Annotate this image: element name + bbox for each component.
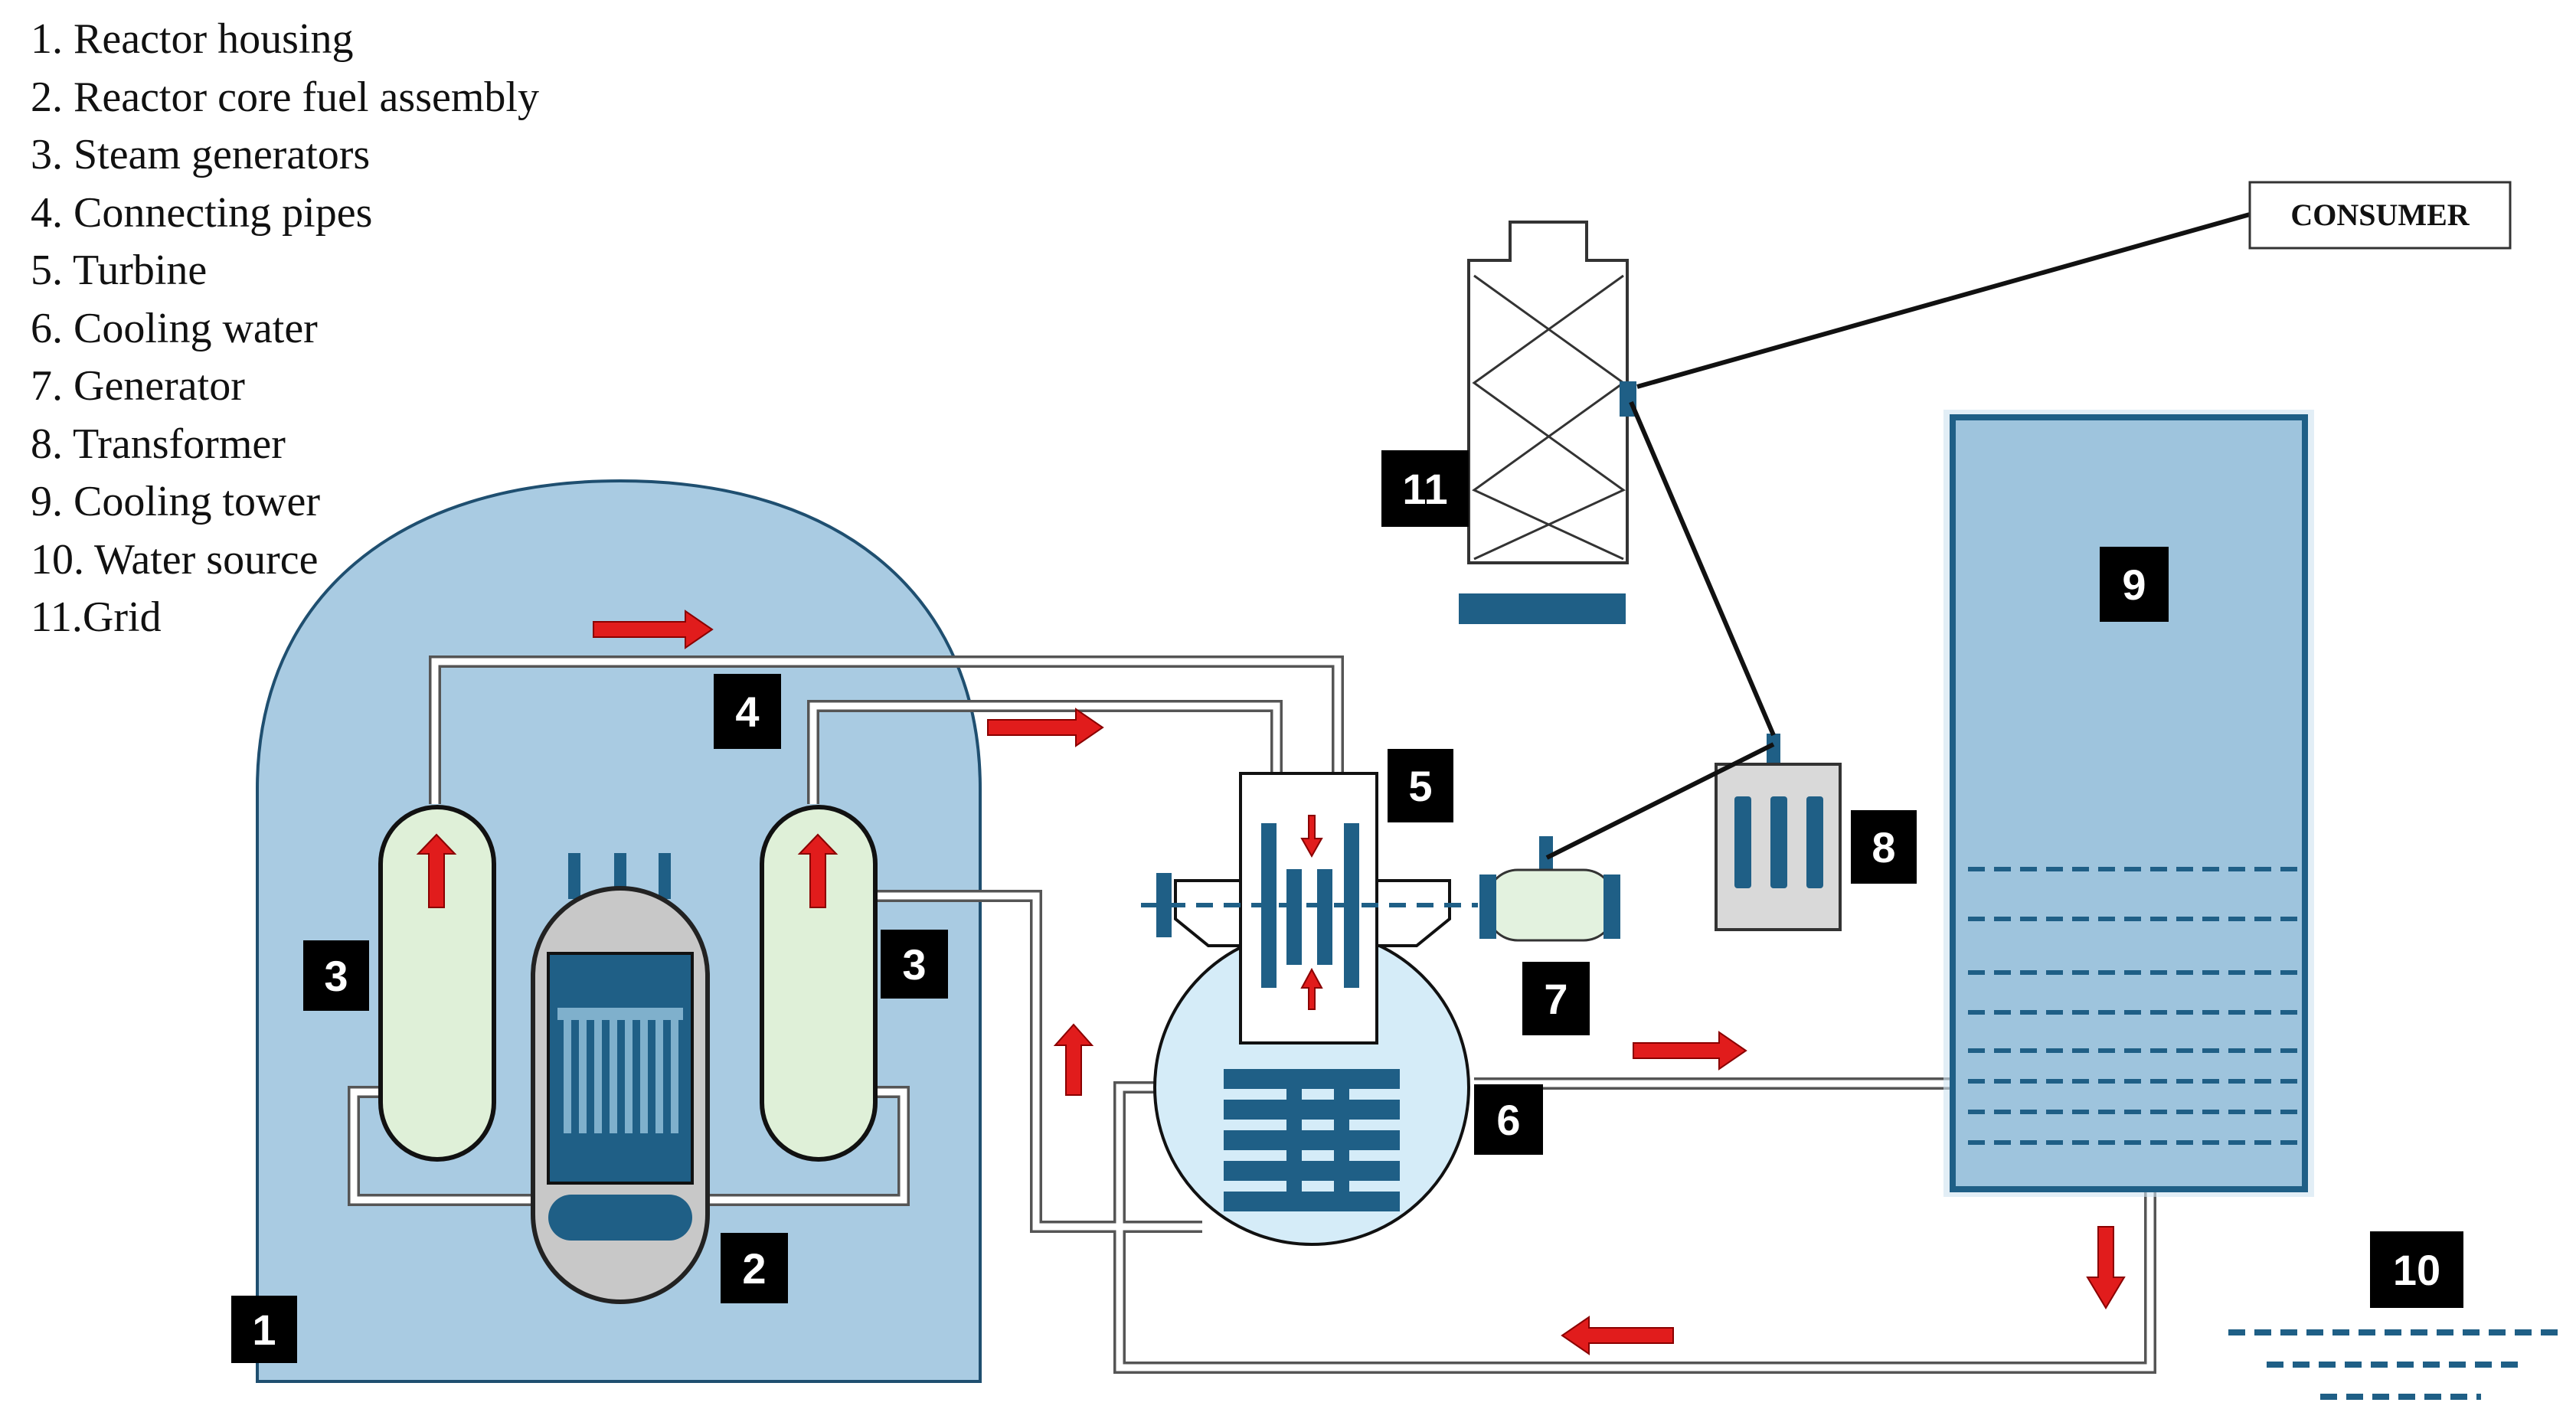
label-water-source: 10 [2393, 1246, 2440, 1294]
arrow-up-icon [416, 833, 457, 908]
label-generator: 7 [1544, 975, 1568, 1023]
grid-tower [1459, 221, 1636, 624]
reactor-core [531, 853, 710, 1304]
water-source [2228, 1329, 2561, 1400]
legend-item-6: 6. Cooling water [31, 304, 318, 352]
label-reactor-housing: 1 [252, 1306, 276, 1354]
legend-item-2: 2. Reactor core fuel assembly [31, 73, 539, 121]
steam-generator-left [378, 805, 496, 1162]
label-cooling-water: 6 [1496, 1096, 1520, 1144]
legend-item-5: 5. Turbine [31, 247, 208, 294]
arrow-right-icon [987, 708, 1104, 747]
arrow-up-icon [1300, 967, 1323, 1010]
number-labels: 1 2 3 3 4 5 6 7 8 9 10 11 [231, 450, 2463, 1363]
label-connecting-pipes: 4 [735, 688, 759, 736]
label-grid: 11 [1402, 465, 1447, 513]
label-steam-generator-left: 3 [324, 952, 348, 1000]
arrow-down-icon [2086, 1226, 2126, 1309]
flow-arrows [416, 610, 2126, 1355]
legend-item-7: 7. Generator [31, 362, 245, 410]
legend-item-9: 9. Cooling tower [31, 478, 320, 525]
legend-item-11: 11.Grid [31, 593, 162, 641]
arrow-right-icon [593, 610, 714, 649]
arrow-up-icon [1053, 1023, 1094, 1096]
legend-item-10: 10. Water source [31, 535, 319, 584]
legend-item-4: 4. Connecting pipes [31, 188, 373, 237]
label-cooling-tower: 9 [2122, 561, 2146, 609]
generator [1479, 836, 1620, 942]
label-steam-generator-right: 3 [902, 940, 926, 989]
cooling-tower [1943, 410, 2314, 1197]
consumer-label: CONSUMER [2290, 198, 2470, 232]
legend-item-8: 8. Transformer [31, 420, 286, 468]
condenser [1153, 929, 1470, 1246]
arrow-left-icon [1561, 1316, 1674, 1355]
transformer [1715, 734, 1842, 931]
legend-item-3: 3. Steam generators [31, 131, 371, 178]
steam-generator-right [760, 805, 878, 1162]
label-transformer: 8 [1872, 823, 1895, 871]
consumer-box [2248, 181, 2512, 250]
legend-item-1: 1. Reactor housing [31, 15, 354, 63]
power-lines [1545, 212, 2251, 860]
label-reactor-core: 2 [742, 1244, 766, 1293]
legend: 1. Reactor housing 2. Reactor core fuel … [31, 11, 539, 647]
arrow-right-icon [1633, 1031, 1747, 1071]
label-turbine: 5 [1408, 762, 1432, 810]
arrow-down-icon [1300, 815, 1323, 858]
arrow-up-icon [797, 833, 839, 908]
